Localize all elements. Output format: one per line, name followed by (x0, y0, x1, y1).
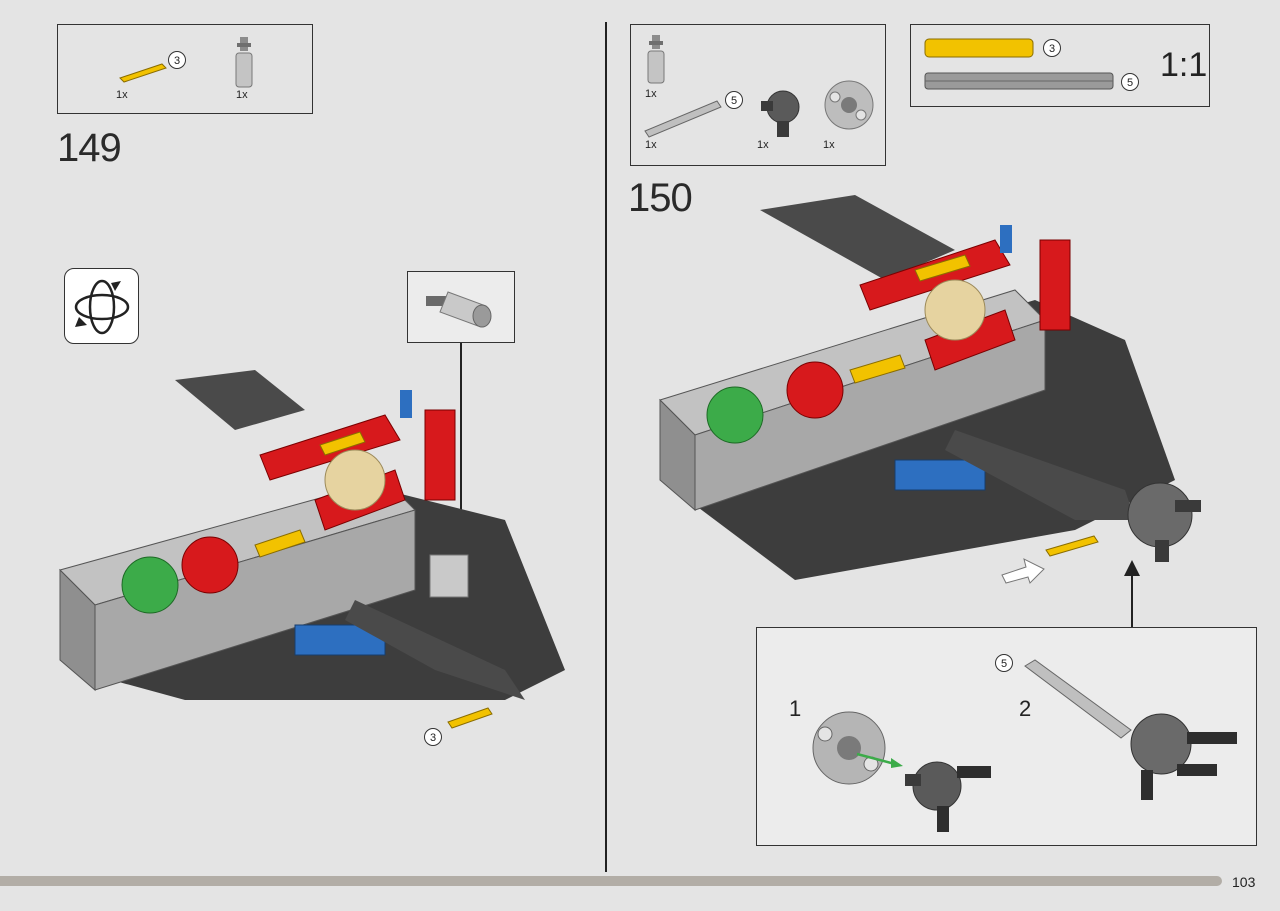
yellow-axle-icon (1045, 535, 1099, 557)
axle-length-badge: 5 (1121, 73, 1139, 91)
axle-length-badge: 5 (995, 654, 1013, 672)
cv-joint-assembly-icon (1130, 713, 1237, 800)
part-qty: 1x (645, 88, 657, 100)
page-number: 103 (1232, 874, 1256, 890)
axle-length-badge: 3 (424, 728, 442, 746)
axle-length-badge: 3 (1043, 39, 1061, 57)
grey-axle-icon (924, 72, 1114, 90)
scale-guide-box: 3 5 (910, 24, 1210, 107)
push-arrow-icon (1001, 558, 1045, 584)
page-divider (605, 22, 607, 872)
part-callout (407, 271, 515, 343)
callout-pointer-arrow (1124, 560, 1140, 628)
axle-length-badge: 3 (168, 51, 186, 69)
part-qty: 1x (116, 89, 128, 101)
rotate-model-icon (64, 268, 139, 344)
substep-callout: 1 2 5 (756, 627, 1257, 846)
model-assembly-149 (59, 370, 565, 700)
axle-pin-connector-icon (235, 37, 253, 88)
axle-length-badge: 5 (725, 91, 743, 109)
part-qty: 1x (645, 139, 657, 151)
step149-parts-box: 3 1x 1x (57, 24, 313, 114)
axle-connector-icon (426, 291, 492, 328)
yellow-axle-icon (447, 707, 493, 729)
step-number: 149 (57, 126, 122, 170)
part-qty: 1x (236, 89, 248, 101)
axle-pin-connector-icon (647, 35, 665, 84)
substep-number: 1 (789, 696, 802, 721)
model-assembly-150 (659, 195, 1201, 580)
wheel-hub-icon (824, 80, 874, 130)
yellow-axle-icon (924, 38, 1034, 58)
part-qty: 1x (823, 139, 835, 151)
yellow-axle-icon (119, 63, 167, 83)
grey-axle-icon (644, 100, 722, 138)
substep-number: 2 (1019, 696, 1032, 721)
step-number: 150 (628, 176, 693, 220)
scale-label: 1:1 (1160, 46, 1208, 84)
cv-joint-icon (761, 90, 800, 137)
wheel-hub-icon (812, 711, 886, 785)
grey-axle-icon (1024, 659, 1132, 739)
cv-joint-icon (905, 761, 991, 832)
green-guide-arrow (856, 752, 903, 768)
page-footer-bar (0, 876, 1222, 886)
step150-parts-box: 1x 5 1x 1x 1x (630, 24, 886, 166)
part-qty: 1x (757, 139, 769, 151)
